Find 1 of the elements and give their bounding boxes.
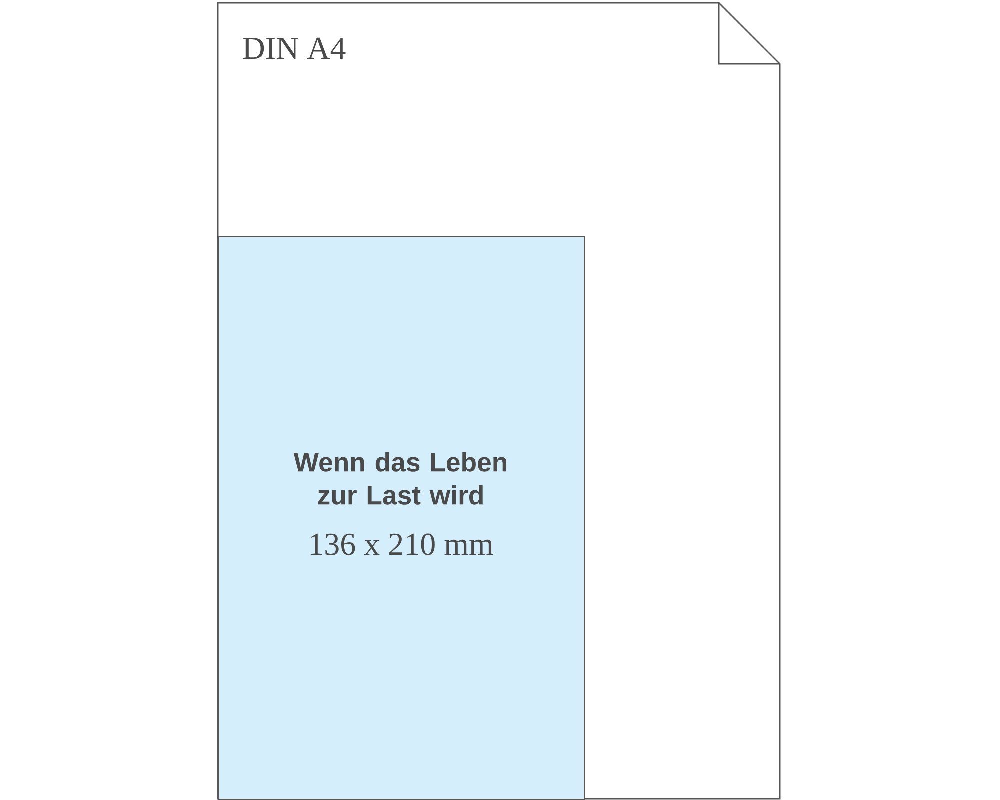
book-format-box: Wenn das Leben zur Last wird 136 x 210 mm (218, 236, 586, 800)
